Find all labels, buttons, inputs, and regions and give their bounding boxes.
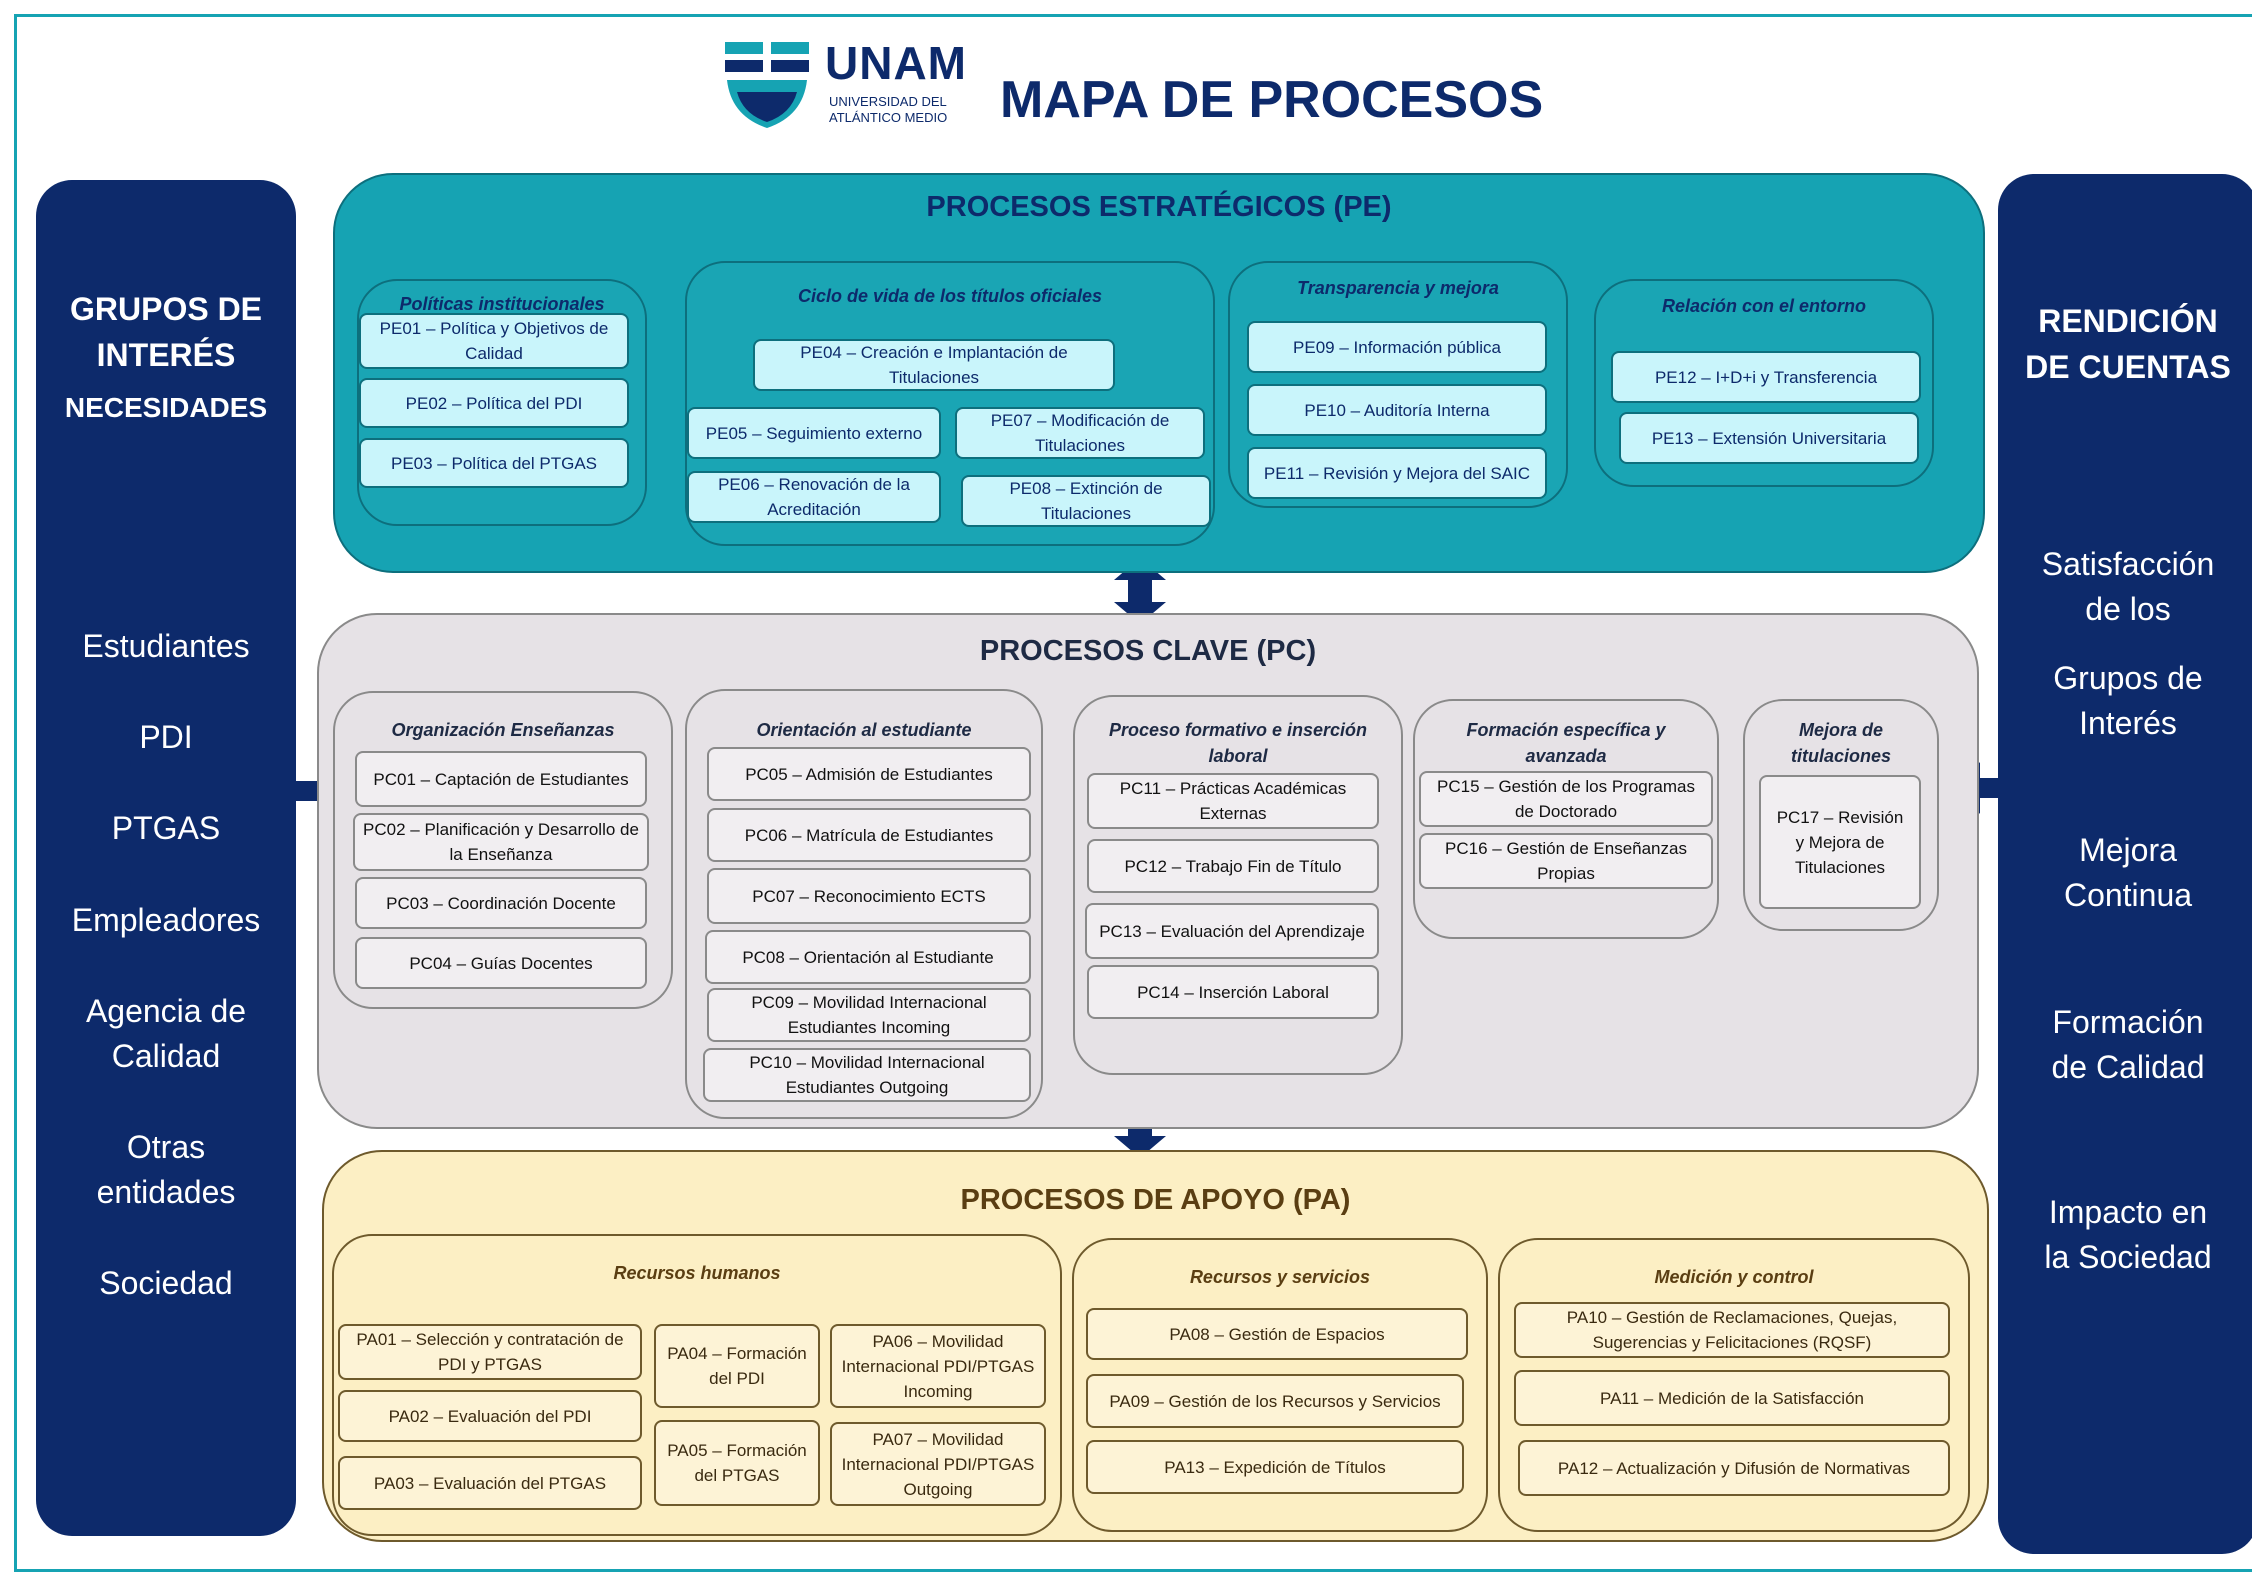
- process-box-pe02[interactable]: PE02 – Política del PDI: [359, 378, 629, 428]
- process-box-pc14[interactable]: PC14 – Inserción Laboral: [1087, 965, 1379, 1019]
- logo-subtext-1: UNIVERSIDAD DEL: [829, 94, 947, 109]
- strategic-processes-section: PROCESOS ESTRATÉGICOS (PE) Políticas ins…: [333, 173, 1985, 573]
- stakeholder-item: PDI: [139, 719, 193, 755]
- process-box-pa05[interactable]: PA05 – Formación del PTGAS: [654, 1420, 820, 1506]
- outcome-item: de Calidad: [2051, 1049, 2205, 1085]
- stakeholder-item: Sociedad: [99, 1265, 233, 1301]
- double-arrow-icon: [1114, 558, 1166, 624]
- process-box-pe12[interactable]: PE12 – I+D+i y Transferencia: [1611, 351, 1921, 403]
- process-box-pe11[interactable]: PE11 – Revisión y Mejora del SAIC: [1247, 447, 1547, 499]
- group-title: Orientación al estudiante: [756, 720, 972, 740]
- process-box-pa11[interactable]: PA11 – Medición de la Satisfacción: [1514, 1370, 1950, 1426]
- process-box-pa07[interactable]: PA07 – Movilidad Internacional PDI/PTGAS…: [830, 1422, 1046, 1506]
- stakeholder-item: entidades: [96, 1174, 236, 1210]
- process-box-pc17[interactable]: PC17 – Revisión y Mejora de Titulaciones: [1759, 775, 1921, 909]
- group-title: Medición y control: [1654, 1267, 1814, 1287]
- group-title: Recursos y servicios: [1189, 1267, 1371, 1287]
- process-box-pa01[interactable]: PA01 – Selección y contratación de PDI y…: [338, 1324, 642, 1380]
- outcome-item: de los: [2085, 591, 2171, 627]
- stakeholder-item: Calidad: [111, 1038, 221, 1074]
- box-label: PC07 – Reconocimiento ECTS: [752, 886, 986, 906]
- process-box-pe07[interactable]: PE07 – Modificación de Titulaciones: [955, 407, 1205, 459]
- process-box-pc07[interactable]: PC07 – Reconocimiento ECTS: [707, 868, 1031, 924]
- process-box-pa06[interactable]: PA06 – Movilidad Internacional PDI/PTGAS…: [830, 1324, 1046, 1408]
- logo-text: UNAM: [825, 37, 967, 89]
- process-box-pa12[interactable]: PA12 – Actualización y Difusión de Norma…: [1518, 1440, 1950, 1496]
- outcome-item: Grupos de: [2053, 660, 2203, 696]
- panel-heading: DE CUENTAS: [2025, 349, 2231, 385]
- grupos-interes-panel: GRUPOS DE INTERÉS NECESIDADES Estudiante…: [36, 180, 296, 1536]
- group-title: Mejora de titulaciones: [1790, 720, 1892, 766]
- panel-heading: RENDICIÓN: [2038, 303, 2218, 339]
- stakeholder-item: Agencia de: [85, 993, 247, 1029]
- group-title: Proceso formativo e inserción laboral: [1108, 720, 1368, 766]
- rendicion-cuentas-panel: RENDICIÓN DE CUENTAS Satisfacción de los…: [1998, 174, 2252, 1554]
- panel-heading: GRUPOS DE: [69, 291, 263, 327]
- process-box-pc09[interactable]: PC09 – Movilidad Internacional Estudiant…: [707, 988, 1031, 1042]
- section-title: PROCESOS CLAVE (PC): [979, 635, 1317, 667]
- unam-logo-icon: [725, 42, 809, 128]
- process-box-pc13[interactable]: PC13 – Evaluación del Aprendizaje: [1085, 903, 1379, 959]
- process-box-pe06[interactable]: PE06 – Renovación de la Acreditación: [687, 471, 941, 523]
- outcome-item: la Sociedad: [2044, 1239, 2212, 1275]
- process-box-pa08[interactable]: PA08 – Gestión de Espacios: [1086, 1308, 1468, 1360]
- outcome-item: Formación: [2052, 1004, 2204, 1040]
- process-box-pc06[interactable]: PC06 – Matrícula de Estudiantes: [707, 808, 1031, 862]
- process-box-pa02[interactable]: PA02 – Evaluación del PDI: [338, 1390, 642, 1442]
- group-title: Recursos humanos: [613, 1263, 781, 1283]
- outcome-item: Mejora: [2079, 832, 2177, 868]
- process-box-pa04[interactable]: PA04 – Formación del PDI: [654, 1324, 820, 1408]
- process-box-pe08[interactable]: PE08 – Extinción de Titulaciones: [961, 475, 1211, 527]
- group-title: Transparencia y mejora: [1297, 278, 1499, 298]
- support-processes-section: PROCESOS DE APOYO (PA) Recursos humanos …: [322, 1150, 1989, 1542]
- stakeholder-item: Estudiantes: [82, 628, 250, 664]
- process-box-pa03[interactable]: PA03 – Evaluación del PTGAS: [338, 1456, 642, 1510]
- process-box-pa09[interactable]: PA09 – Gestión de los Recursos y Servici…: [1086, 1374, 1464, 1428]
- panel-heading: INTERÉS: [96, 337, 236, 373]
- panel-subheading: NECESIDADES: [64, 392, 268, 423]
- arrow-left-icon: [1958, 762, 2000, 814]
- outcome-item: Interés: [2079, 705, 2177, 741]
- outcome-item: Satisfacción: [2041, 546, 2215, 582]
- process-box-pc05[interactable]: PC05 – Admisión de Estudiantes: [707, 747, 1031, 801]
- process-box-pe04[interactable]: PE04 – Creación e Implantación de Titula…: [753, 339, 1115, 391]
- process-box-pc11[interactable]: PC11 – Prácticas Académicas Externas: [1087, 773, 1379, 829]
- outcome-item: Impacto en: [2048, 1194, 2208, 1230]
- process-box-pe10[interactable]: PE10 – Auditoría Interna: [1247, 384, 1547, 436]
- process-box-pc15[interactable]: PC15 – Gestión de los Programas de Docto…: [1419, 771, 1713, 827]
- process-box-pc04[interactable]: PC04 – Guías Docentes: [355, 937, 647, 989]
- process-box-pe13[interactable]: PE13 – Extensión Universitaria: [1619, 412, 1919, 464]
- page-frame: [14, 14, 2252, 1572]
- process-box-pc02[interactable]: PC02 – Planificación y Desarrollo de la …: [353, 813, 649, 871]
- group-title: Ciclo de vida de los títulos oficiales: [797, 286, 1103, 306]
- header: UNAM UNIVERSIDAD DEL ATLÁNTICO MEDIO MAP…: [725, 36, 1585, 136]
- process-box-pa10[interactable]: PA10 – Gestión de Reclamaciones, Quejas,…: [1514, 1302, 1950, 1358]
- group-title: Políticas institucionales: [399, 294, 605, 314]
- group-title: Formación específica y avanzada: [1466, 720, 1666, 766]
- key-processes-section: PROCESOS CLAVE (PC) Organización Enseñan…: [317, 613, 1979, 1129]
- stakeholder-item: PTGAS: [111, 810, 221, 846]
- section-title: PROCESOS ESTRATÉGICOS (PE): [926, 191, 1392, 223]
- stakeholder-item: Empleadores: [71, 902, 261, 938]
- process-box-pc08[interactable]: PC08 – Orientación al Estudiante: [705, 930, 1031, 984]
- group-title: Organización Enseñanzas: [391, 720, 615, 740]
- section-title: PROCESOS DE APOYO (PA): [960, 1184, 1351, 1216]
- outcome-item: Continua: [2063, 877, 2193, 913]
- stakeholder-item: Otras: [126, 1129, 206, 1165]
- process-box-pc03[interactable]: PC03 – Coordinación Docente: [355, 877, 647, 929]
- process-box-pe09[interactable]: PE09 – Información pública: [1247, 321, 1547, 373]
- process-box-pc01[interactable]: PC01 – Captación de Estudiantes: [355, 751, 647, 807]
- process-box-pc16[interactable]: PC16 – Gestión de Enseñanzas Propias: [1419, 833, 1713, 889]
- group-title: Relación con el entorno: [1661, 296, 1867, 316]
- process-box-pe01[interactable]: PE01 – Política y Objetivos de Calidad: [359, 313, 629, 369]
- process-box-pc12[interactable]: PC12 – Trabajo Fin de Título: [1087, 839, 1379, 893]
- process-box-pe03[interactable]: PE03 – Política del PTGAS: [359, 438, 629, 488]
- logo-subtext-2: ATLÁNTICO MEDIO: [829, 110, 948, 125]
- page-title: MAPA DE PROCESOS: [1000, 71, 1544, 129]
- process-box-pe05[interactable]: PE05 – Seguimiento externo: [687, 407, 941, 459]
- process-box-pa13[interactable]: PA13 – Expedición de Títulos: [1086, 1440, 1464, 1494]
- process-box-pc10[interactable]: PC10 – Movilidad Internacional Estudiant…: [703, 1048, 1031, 1102]
